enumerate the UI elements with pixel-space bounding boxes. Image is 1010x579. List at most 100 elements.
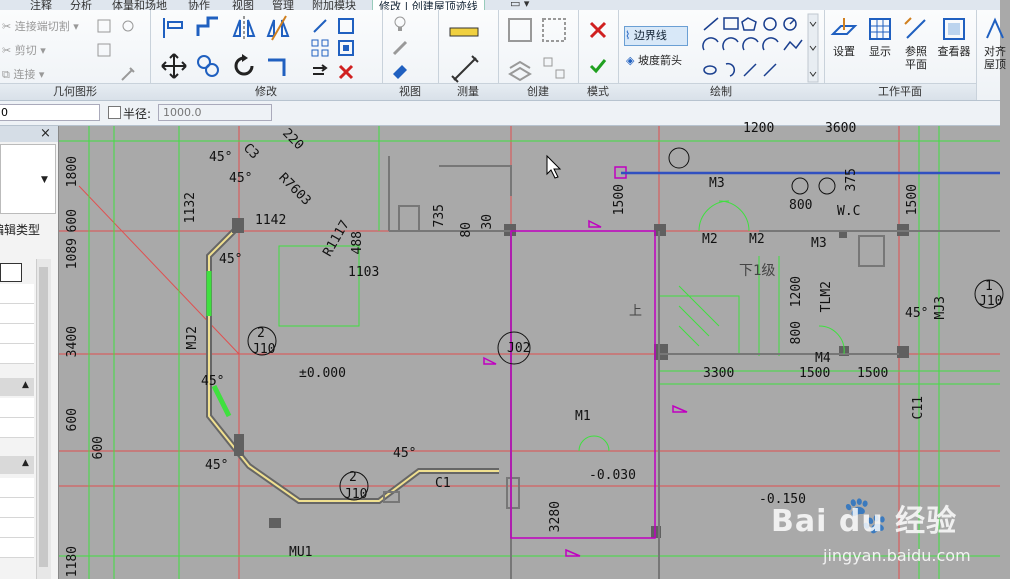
show-workplane-label: 显示 bbox=[869, 45, 891, 58]
offset-icon[interactable] bbox=[194, 14, 222, 42]
mouse-cursor-icon bbox=[546, 154, 562, 179]
edit-type-button[interactable]: 编辑类型 bbox=[0, 223, 41, 237]
set-workplane-label: 设置 bbox=[833, 45, 855, 58]
join-button[interactable]: ⧉ 连接 ▾ bbox=[2, 68, 45, 81]
tab-massing[interactable]: 体量和场地 bbox=[112, 0, 167, 12]
property-row[interactable] bbox=[0, 398, 34, 418]
demolish-icon[interactable] bbox=[118, 64, 138, 84]
dimension-lines-green bbox=[59, 126, 1000, 579]
show-workplane-icon bbox=[869, 18, 891, 40]
tab-view[interactable]: 视图 bbox=[232, 0, 254, 12]
join-cut-button[interactable]: ✂ 连接端切割 ▾ bbox=[2, 20, 79, 33]
window-tag: C11 bbox=[911, 396, 926, 420]
slope-arrow-button[interactable]: ◈ 坡度箭头 bbox=[626, 52, 682, 68]
dimension-icon[interactable] bbox=[450, 54, 480, 84]
properties-scrollbar[interactable] bbox=[36, 259, 51, 579]
unpin-icon[interactable] bbox=[310, 62, 330, 82]
cut-button[interactable]: ✂ 剪切 ▾ bbox=[2, 44, 46, 57]
property-row[interactable] bbox=[0, 324, 34, 344]
angle-label: 45° bbox=[219, 252, 243, 267]
linework-icon[interactable] bbox=[390, 62, 410, 82]
radius-input[interactable] bbox=[158, 104, 272, 121]
property-row[interactable] bbox=[0, 418, 34, 438]
tab-collaborate[interactable]: 协作 bbox=[188, 0, 210, 12]
assembly-icon[interactable] bbox=[540, 54, 568, 82]
property-row[interactable] bbox=[0, 304, 34, 324]
cancel-edit-mode-icon[interactable] bbox=[588, 20, 608, 40]
properties-scrollbar-thumb[interactable] bbox=[39, 267, 48, 567]
panel-workplane: 设置 显示 参照 平面 查看器 工作平面 bbox=[824, 10, 977, 100]
grid-bubble-number: 1 bbox=[985, 279, 993, 294]
rotate-icon[interactable] bbox=[230, 52, 258, 80]
tab-annotate[interactable]: 注释 bbox=[30, 0, 52, 12]
ruler-icon[interactable] bbox=[448, 22, 482, 42]
align-eaves-icon bbox=[986, 17, 1004, 39]
dim-label: 800 bbox=[789, 321, 804, 345]
split-face-icon[interactable] bbox=[118, 16, 138, 36]
drawing-canvas[interactable]: 1800 600 1089 3400 600 600 1180 1132 114… bbox=[59, 121, 1004, 579]
grid-bubble-ref: J10 bbox=[252, 342, 276, 357]
dim-label: 1500 bbox=[857, 366, 889, 381]
dim-label: 1500 bbox=[905, 184, 920, 216]
tab-analyze[interactable]: 分析 bbox=[70, 0, 92, 12]
mirror-draw-icon[interactable] bbox=[264, 14, 292, 42]
show-workplane-button[interactable]: 显示 bbox=[864, 16, 896, 58]
property-row[interactable] bbox=[0, 498, 34, 518]
panel-workplane-title: 工作平面 bbox=[824, 83, 976, 100]
pin-icon[interactable] bbox=[336, 38, 356, 58]
copy-icon[interactable] bbox=[194, 52, 222, 80]
boundary-line-button[interactable]: ⌇ 边界线 bbox=[624, 26, 688, 46]
offset-input[interactable] bbox=[0, 104, 100, 121]
window-tag: MU1 bbox=[289, 545, 313, 560]
delete-icon[interactable] bbox=[336, 62, 356, 82]
split-element-icon[interactable] bbox=[310, 16, 330, 36]
type-selector[interactable]: ▼ bbox=[0, 144, 56, 214]
tab-manage[interactable]: 管理 bbox=[272, 0, 294, 12]
property-row[interactable] bbox=[0, 478, 34, 498]
viewer-button[interactable]: 查看器 bbox=[934, 16, 974, 58]
dim-label: 1500 bbox=[612, 184, 627, 216]
properties-filter-dropdown[interactable] bbox=[0, 263, 22, 282]
align-eaves-button[interactable]: 对齐 屋顶 bbox=[980, 16, 1010, 71]
create-group-icon[interactable] bbox=[506, 16, 534, 44]
property-row[interactable] bbox=[0, 284, 34, 304]
create-similar-icon[interactable] bbox=[540, 16, 568, 44]
brush-icon[interactable] bbox=[390, 38, 410, 58]
parts-icon[interactable] bbox=[506, 54, 534, 82]
draw-tools-gallery[interactable] bbox=[700, 13, 820, 83]
align-icon[interactable] bbox=[160, 14, 188, 42]
trim-extend-icon[interactable] bbox=[264, 52, 292, 80]
property-category[interactable]: ▲ bbox=[0, 378, 34, 396]
dim-label: 600 bbox=[65, 209, 80, 233]
property-row[interactable] bbox=[0, 518, 34, 538]
grid-bubble-number: 2 bbox=[257, 326, 265, 341]
wall-joins-icon[interactable] bbox=[95, 40, 115, 60]
dim-label: 600 bbox=[65, 408, 80, 432]
reference-plane-button[interactable]: 参照 平面 bbox=[900, 16, 932, 71]
scale-icon[interactable] bbox=[336, 16, 356, 36]
dim-label: 1500 bbox=[799, 366, 831, 381]
properties-close-button[interactable]: × bbox=[40, 126, 51, 141]
property-row[interactable] bbox=[0, 344, 34, 364]
panel-measure-title: 测量 bbox=[438, 83, 498, 100]
move-icon[interactable] bbox=[160, 52, 188, 80]
window-tag: MJ2 bbox=[185, 326, 200, 350]
set-workplane-icon bbox=[830, 18, 858, 35]
door-tag: M4 bbox=[815, 351, 831, 366]
floor-plan[interactable] bbox=[59, 126, 1004, 579]
mirror-axis-icon[interactable] bbox=[230, 14, 258, 42]
finish-edit-mode-icon[interactable] bbox=[588, 56, 608, 76]
window-tag: C1 bbox=[435, 476, 451, 491]
set-workplane-button[interactable]: 设置 bbox=[828, 16, 860, 58]
tab-extra-icon[interactable]: ▭ ▾ bbox=[510, 0, 530, 10]
property-category[interactable]: ▲ bbox=[0, 456, 34, 474]
type-selector-chevron-icon: ▼ bbox=[41, 175, 48, 185]
tab-addins[interactable]: 附加模块 bbox=[312, 0, 356, 12]
property-row[interactable] bbox=[0, 538, 34, 558]
grid-bubble-ref: J10 bbox=[979, 294, 1003, 309]
paint-icon[interactable] bbox=[95, 16, 115, 36]
array-icon[interactable] bbox=[310, 38, 330, 58]
radius-checkbox[interactable] bbox=[108, 106, 121, 119]
category-expand-icon: ▲ bbox=[22, 380, 29, 390]
lightbulb-icon[interactable] bbox=[390, 14, 410, 34]
